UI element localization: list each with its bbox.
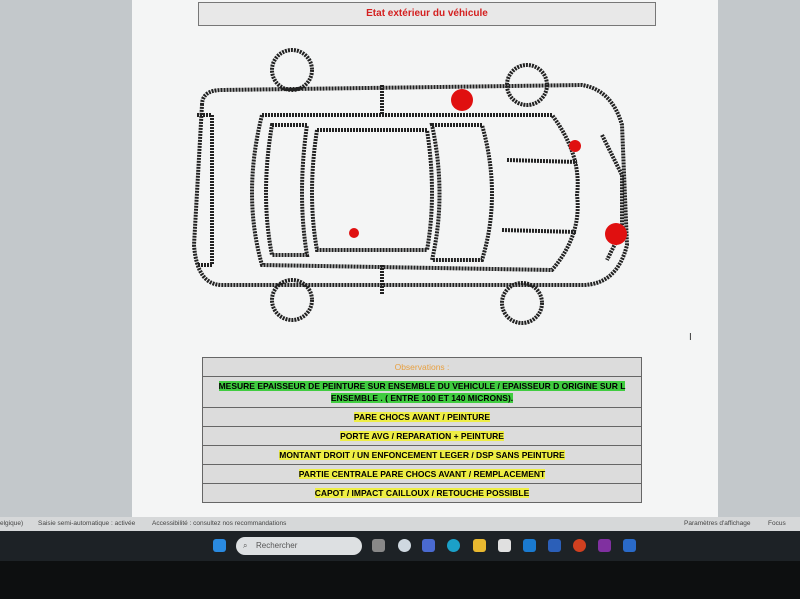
focus-button[interactable]: Focus bbox=[768, 520, 786, 527]
observation-row: PORTE AVG / REPARATION + PEINTURE bbox=[203, 426, 641, 445]
wheel-rear-bottom bbox=[270, 278, 314, 322]
language-status[interactable]: elgique) bbox=[0, 520, 24, 527]
observations-header: Observations : bbox=[394, 362, 450, 372]
observation-row: MONTANT DROIT / UN ENFONCEMENT LEGER / D… bbox=[203, 445, 641, 464]
search-placeholder: Rechercher bbox=[256, 541, 298, 550]
taskbar: ⌕ Rechercher bbox=[0, 531, 800, 561]
app-icon[interactable] bbox=[422, 539, 435, 552]
windows-start-icon[interactable] bbox=[213, 539, 226, 552]
damage-marker-hood bbox=[569, 140, 581, 152]
observation-row: PARE CHOCS AVANT / PEINTURE bbox=[203, 407, 641, 426]
observations-table: Observations : MESURE EPAISSEUR DE PEINT… bbox=[202, 357, 642, 503]
rear-window bbox=[264, 123, 310, 257]
car-body-outline bbox=[191, 82, 630, 287]
search-icon: ⌕ bbox=[243, 541, 248, 550]
observation-text: PORTE AVG / REPARATION + PEINTURE bbox=[340, 431, 504, 441]
text-cursor-icon: I bbox=[689, 332, 692, 343]
wheel-rear-top bbox=[270, 48, 314, 92]
task-view-icon[interactable] bbox=[372, 539, 385, 552]
monitor-screen: Etat extérieur du véhicule bbox=[0, 0, 800, 531]
wheel-front-bottom bbox=[500, 281, 544, 325]
observation-text: MESURE EPAISSEUR DE PEINTURE SUR ENSEMBL… bbox=[218, 381, 626, 403]
meet-icon[interactable] bbox=[398, 539, 411, 552]
powerpoint-icon[interactable] bbox=[573, 539, 586, 552]
damage-marker-door bbox=[451, 89, 473, 111]
car-cabin bbox=[250, 113, 580, 273]
observation-text: PARTIE CENTRALE PARE CHOCS AVANT / REMPL… bbox=[298, 469, 546, 479]
onenote-icon[interactable] bbox=[598, 539, 611, 552]
grille bbox=[600, 134, 624, 261]
roof bbox=[310, 128, 434, 252]
autocomplete-status[interactable]: Saisie semi-automatique : activée bbox=[38, 520, 136, 527]
teams-icon[interactable] bbox=[623, 539, 636, 552]
file-explorer-icon[interactable] bbox=[473, 539, 486, 552]
windshield bbox=[429, 123, 494, 262]
store-icon[interactable] bbox=[498, 539, 511, 552]
outlook-icon[interactable] bbox=[523, 539, 536, 552]
damage-marker-front-bumper bbox=[605, 223, 627, 245]
observation-row: MESURE EPAISSEUR DE PEINTURE SUR ENSEMBL… bbox=[203, 376, 641, 407]
edge-icon[interactable] bbox=[447, 539, 460, 552]
observation-row: PARTIE CENTRALE PARE CHOCS AVANT / REMPL… bbox=[203, 464, 641, 483]
wheel-front-top bbox=[505, 63, 549, 107]
observation-text: PARE CHOCS AVANT / PEINTURE bbox=[353, 412, 491, 422]
status-bar: elgique) Saisie semi-automatique : activ… bbox=[0, 517, 800, 531]
section-title: Etat extérieur du véhicule bbox=[198, 2, 656, 26]
taskbar-search[interactable]: ⌕ Rechercher bbox=[236, 537, 362, 555]
observation-text: CAPOT / IMPACT CAILLOUX / RETOUCHE POSSI… bbox=[314, 488, 530, 498]
damage-marker-pillar bbox=[349, 228, 359, 238]
word-icon[interactable] bbox=[548, 539, 561, 552]
document-page: Etat extérieur du véhicule bbox=[132, 0, 718, 517]
display-settings-button[interactable]: Paramètres d'affichage bbox=[684, 520, 751, 527]
accessibility-status[interactable]: Accessibilité : consultez nos recommanda… bbox=[152, 520, 287, 527]
observation-row: CAPOT / IMPACT CAILLOUX / RETOUCHE POSSI… bbox=[203, 483, 641, 502]
observation-text: MONTANT DROIT / UN ENFONCEMENT LEGER / D… bbox=[279, 450, 565, 460]
rear-bumper bbox=[197, 113, 214, 267]
vehicle-diagram bbox=[191, 48, 630, 325]
